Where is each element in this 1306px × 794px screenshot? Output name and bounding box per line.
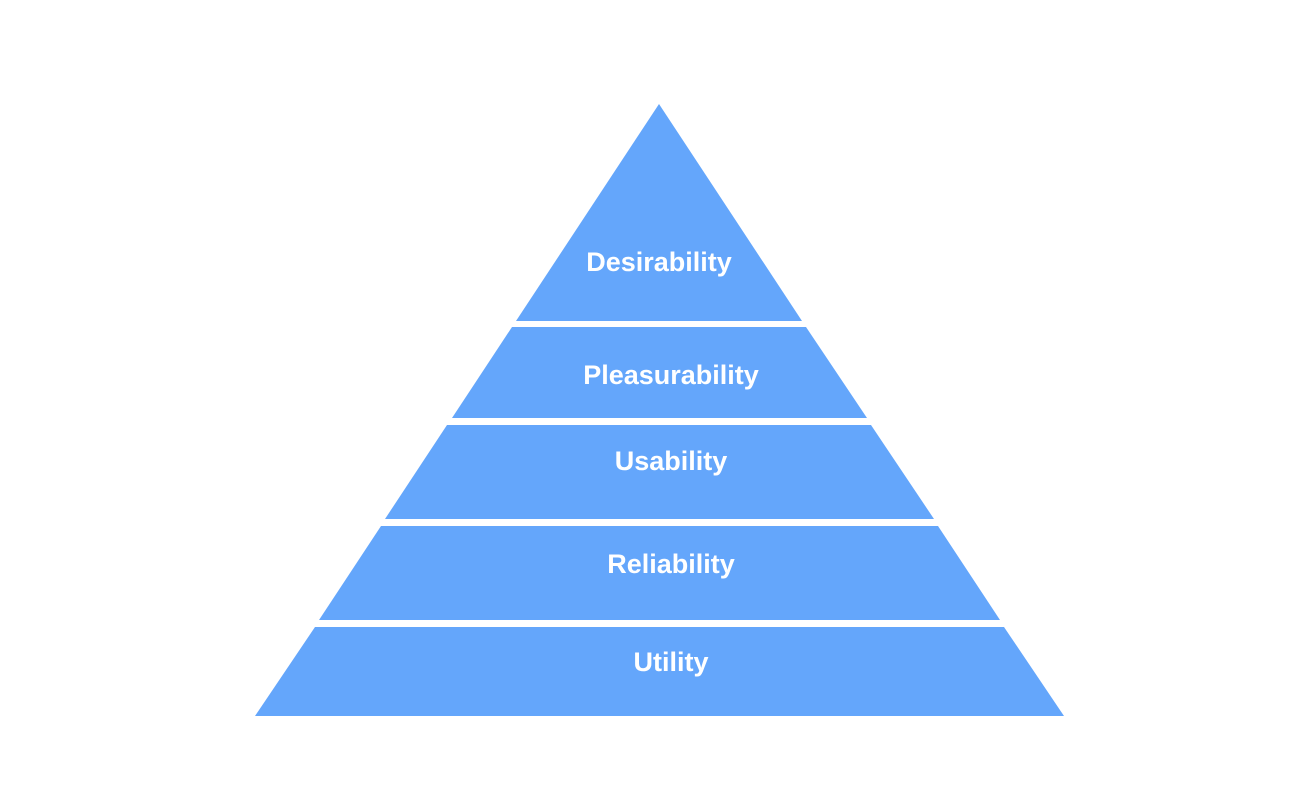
tier-pleasurability-shape [452, 327, 867, 418]
tier-utility-label: Utility [633, 647, 708, 677]
tier-reliability-label: Reliability [607, 549, 735, 579]
tier-desirability-shape [516, 104, 802, 321]
tier-usability-label: Usability [615, 446, 728, 476]
tier-utility-shape [255, 627, 1064, 716]
tier-reliability-shape [319, 526, 1000, 620]
tier-desirability-label: Desirability [586, 247, 732, 277]
tier-pleasurability-label: Pleasurability [583, 360, 759, 390]
tier-usability-shape [385, 425, 934, 519]
